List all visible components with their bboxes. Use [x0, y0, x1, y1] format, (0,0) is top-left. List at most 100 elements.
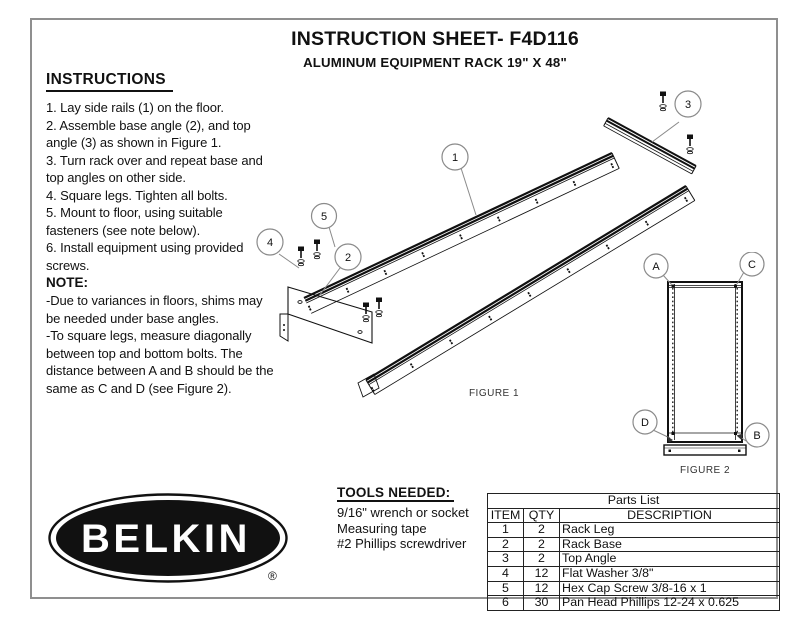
parts-cell-item: 6	[487, 595, 524, 611]
note-line: same as C and D (see Figure 2).	[46, 380, 232, 396]
column-header-description: DESCRIPTION	[558, 507, 781, 524]
leader-line-1	[460, 167, 477, 216]
instructions-section: INSTRUCTIONS 1. Lay side rails (1) on th…	[46, 71, 296, 397]
instruction-line: 1. Lay side rails (1) on the floor.	[46, 100, 224, 115]
instruction-line: fasteners (see note below).	[46, 222, 201, 238]
parts-cell-description: Hex Cap Screw 3/8-16 x 1	[558, 580, 781, 597]
parts-list-title: Parts List	[486, 493, 781, 509]
svg-text:C: C	[748, 259, 756, 271]
belkin-logo: BELKIN ®	[48, 493, 288, 583]
leader-line-4	[278, 253, 300, 269]
instruction-line: 4. Square legs. Tighten all bolts.	[46, 187, 228, 203]
svg-text:1: 1	[452, 152, 458, 164]
instruction-line: angle (3) as shown in Figure 1.	[46, 135, 222, 151]
instruction-line: 5. Mount to floor, using suitable	[46, 205, 223, 221]
note-heading: NOTE:	[46, 275, 88, 291]
leader-line-5	[328, 226, 336, 248]
document-title: INSTRUCTION SHEET- F4D116	[291, 28, 579, 50]
arrowhead-b	[736, 433, 743, 440]
instruction-line: 6. Install equipment using provided	[46, 240, 244, 256]
column-header-item: ITEM	[487, 507, 524, 524]
parts-header-row: ITEM QTY DESCRIPTION	[487, 507, 781, 524]
callout-c: C	[739, 252, 765, 277]
note-line: between top and bottom bolts. The	[46, 345, 243, 361]
svg-text:B: B	[753, 430, 760, 442]
parts-cell-qty: 2	[523, 551, 560, 567]
parts-cell-qty: 12	[523, 565, 560, 582]
note-line: be needed under base angles.	[46, 310, 219, 326]
parts-cell-qty: 2	[523, 522, 560, 538]
svg-text:4: 4	[267, 237, 273, 249]
note-line: -Due to variances in floors, shims may	[46, 293, 263, 309]
note-line: -To square legs, measure diagonally	[46, 328, 252, 344]
leader-line-3	[651, 121, 680, 143]
arrowhead-d	[666, 436, 673, 443]
parts-cell-qty: 30	[523, 595, 560, 611]
parts-cell-item: 1	[487, 522, 524, 538]
svg-text:5: 5	[321, 211, 327, 223]
parts-cell-item: 5	[487, 580, 524, 597]
parts-cell-item: 4	[487, 565, 524, 582]
page-border	[30, 18, 778, 599]
parts-cell-description: Pan Head Phillips 12-24 x 0.625	[558, 595, 781, 611]
callout-5: 5	[310, 202, 338, 230]
svg-text:D: D	[641, 417, 649, 429]
instructions-heading: INSTRUCTIONS	[46, 71, 173, 92]
callout-d: D	[632, 409, 658, 435]
note-line: distance between A and B should be the	[46, 363, 274, 379]
tool-item: 9/16" wrench or socket	[337, 505, 469, 520]
figure2-caption: FIGURE 2	[680, 465, 730, 476]
instruction-line: 3. Turn rack over and repeat base and	[46, 152, 263, 168]
document-header: INSTRUCTION SHEET- F4D116 ALUMINUM EQUIP…	[255, 28, 615, 70]
near-side-rail-part	[357, 185, 696, 398]
far-side-rail-part	[303, 152, 620, 314]
base-angle-part	[279, 286, 373, 344]
registered-trademark-symbol: ®	[268, 569, 277, 583]
leader-line-2	[318, 263, 344, 297]
instruction-line: screws.	[46, 257, 90, 273]
leader-line-c	[736, 271, 745, 285]
svg-text:2: 2	[345, 252, 351, 264]
logo-brand-text: BELKIN	[81, 517, 251, 561]
callout-b: B	[744, 422, 770, 448]
document-subtitle: ALUMINUM EQUIPMENT RACK 19" X 48"	[303, 55, 567, 70]
bolt-washer-hardware	[297, 91, 694, 323]
callout-a: A	[643, 253, 669, 279]
tool-item: Measuring tape	[337, 520, 427, 536]
leader-line-a	[662, 274, 673, 286]
callout-1: 1	[441, 143, 469, 171]
parts-cell-description: Flat Washer 3/8"	[558, 565, 781, 582]
column-header-qty: QTY	[523, 507, 560, 524]
parts-cell-item: 3	[487, 551, 524, 567]
svg-text:A: A	[652, 261, 660, 273]
figure2-drawing: A C D B FIGURE 2	[632, 252, 770, 476]
logo-inner-ellipse	[56, 500, 280, 576]
rack-front-view	[663, 281, 747, 456]
callout-3: 3	[674, 90, 702, 118]
figure1-drawing: 1 2 3 4 5 FIGURE 1	[256, 90, 702, 399]
instruction-line: top angles on other side.	[46, 170, 186, 186]
svg-text:3: 3	[685, 99, 691, 111]
figure1-caption: FIGURE 1	[469, 388, 519, 399]
tool-item: #2 Phillips screwdriver	[337, 536, 467, 552]
callout-4: 4	[256, 228, 284, 256]
parts-cell-description: Top Angle	[558, 551, 781, 567]
parts-title-row: Parts List	[486, 493, 781, 509]
instruction-steps: 1. Lay side rails (1) on the floor.2. As…	[46, 99, 296, 274]
parts-cell-description: Rack Leg	[558, 522, 781, 538]
tools-heading: TOOLS NEEDED:	[337, 485, 455, 502]
parts-cell-item: 2	[487, 536, 524, 553]
callout-2: 2	[334, 243, 362, 271]
